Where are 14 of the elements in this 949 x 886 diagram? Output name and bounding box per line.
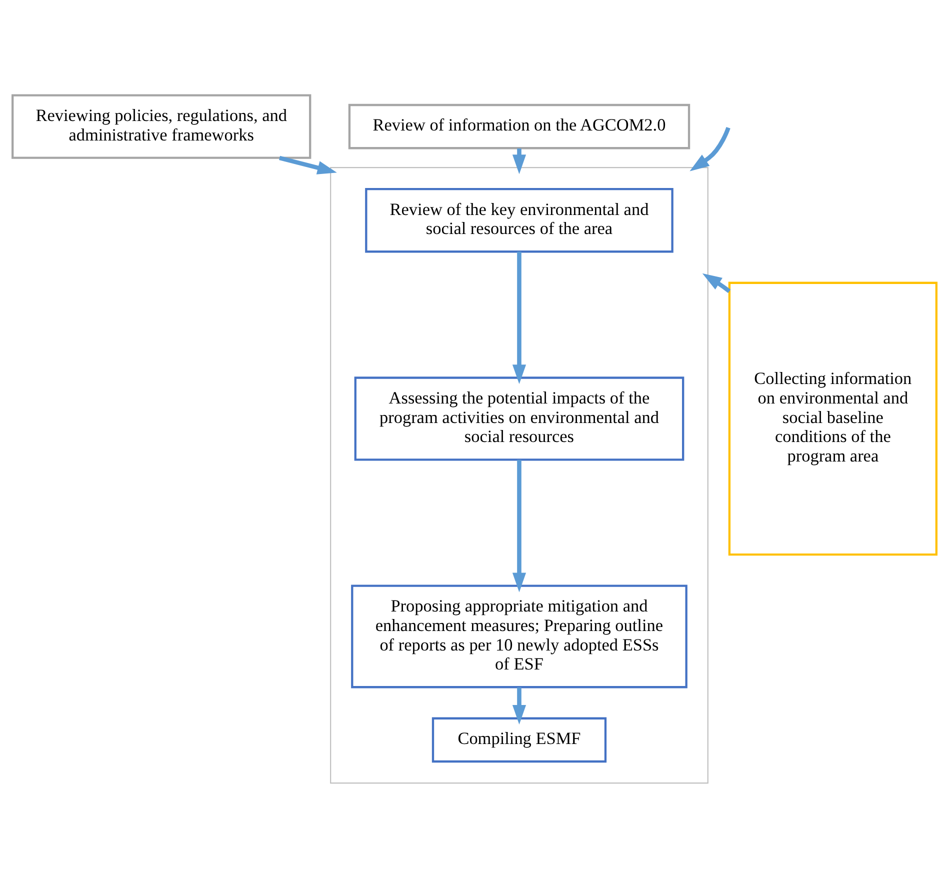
- cluster: [330, 166, 708, 784]
- arrow: [512, 686, 526, 724]
- arrow: [512, 251, 526, 384]
- node-box: Compiling ESMF: [432, 716, 607, 762]
- arrow: [690, 126, 730, 171]
- node-box: Review of the key environmental and social resources of the area: [365, 188, 674, 252]
- node-box: Assessing the potential impacts of the program activities on environmental and social resources: [354, 376, 684, 460]
- node-box: Collecting information on environmental and social baseline conditions of the program area: [728, 281, 938, 556]
- node-box: Review of information on the AGCOM2.0: [348, 103, 690, 149]
- node-box: Reviewing policies, regulations, and administrative frameworks: [12, 94, 312, 158]
- arrow: [702, 272, 731, 292]
- node-box: Proposing appropriate mitigation and enhancement measures; Preparing outline of reports as per 10 newly adopted ESSs of ESF: [351, 584, 688, 688]
- arrow: [279, 155, 337, 174]
- arrow: [512, 459, 526, 592]
